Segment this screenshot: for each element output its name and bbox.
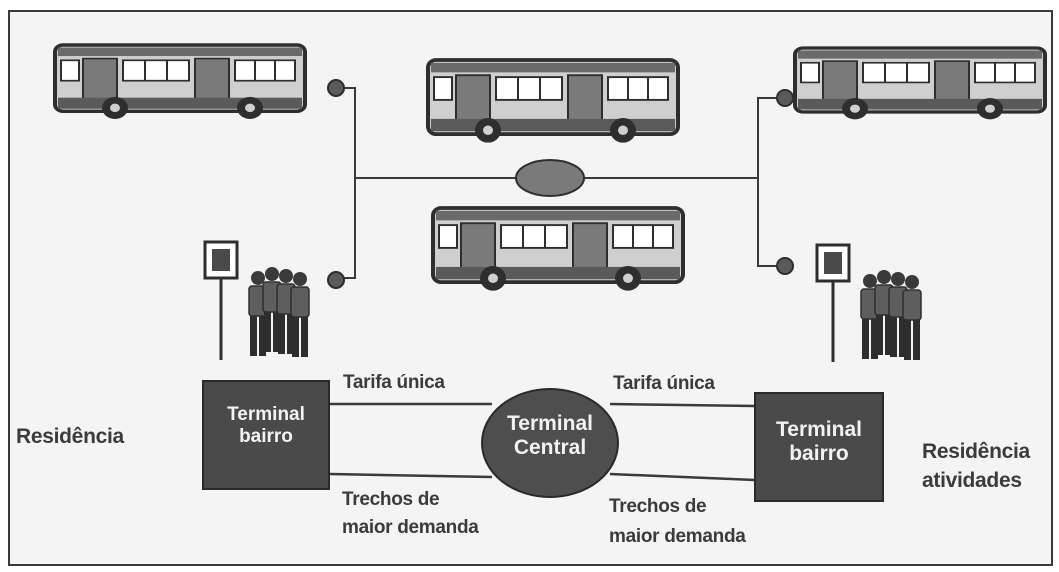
terminal-left-line2: bairro <box>239 425 293 447</box>
route-connectors <box>344 87 780 279</box>
bus-icon <box>426 58 680 145</box>
residencia-left-label: Residência <box>16 425 124 448</box>
bus-icon <box>793 46 1047 122</box>
terminal-bairro-left-label: Terminal bairro <box>203 404 329 448</box>
terminal-central-label: Terminal Central <box>482 412 618 460</box>
terminal-left-line1: Terminal <box>227 404 305 425</box>
bus-icon <box>53 43 307 121</box>
terminal-right-line2: bairro <box>789 442 849 466</box>
terminal-right-line1: Terminal <box>776 418 862 441</box>
people-group-icon <box>860 269 922 361</box>
connector-node-icon <box>776 89 794 107</box>
connector-node-icon <box>327 79 345 97</box>
connector-node-icon <box>327 271 345 289</box>
tarifa-unica-left-label: Tarifa única <box>343 372 445 393</box>
terminal-center-line2: Central <box>513 436 587 460</box>
maior-demanda-right-label: maior demanda <box>609 526 746 547</box>
trechos-right-label: Trechos de <box>609 496 707 517</box>
network-lines <box>329 402 756 482</box>
tarifa-unica-right-label: Tarifa única <box>613 373 715 394</box>
terminal-bairro-right-label: Terminal bairro <box>755 418 883 466</box>
terminal-bairro-right <box>754 392 884 502</box>
bus-stop-sign-icon <box>815 243 851 362</box>
residencia-right-label: Residência <box>922 440 1030 463</box>
central-hub-node <box>515 159 585 197</box>
terminal-bairro-left <box>202 380 330 490</box>
people-group-icon <box>248 266 310 358</box>
maior-demanda-left-label: maior demanda <box>342 517 479 538</box>
terminal-central <box>481 388 619 498</box>
connector-node-icon <box>776 257 794 275</box>
trechos-left-label: Trechos de <box>342 489 440 510</box>
terminal-center-line1: Terminal <box>507 412 593 435</box>
atividades-right-label: atividades <box>922 469 1022 492</box>
bus-stop-sign-icon <box>203 240 239 360</box>
bus-icon <box>431 206 685 293</box>
